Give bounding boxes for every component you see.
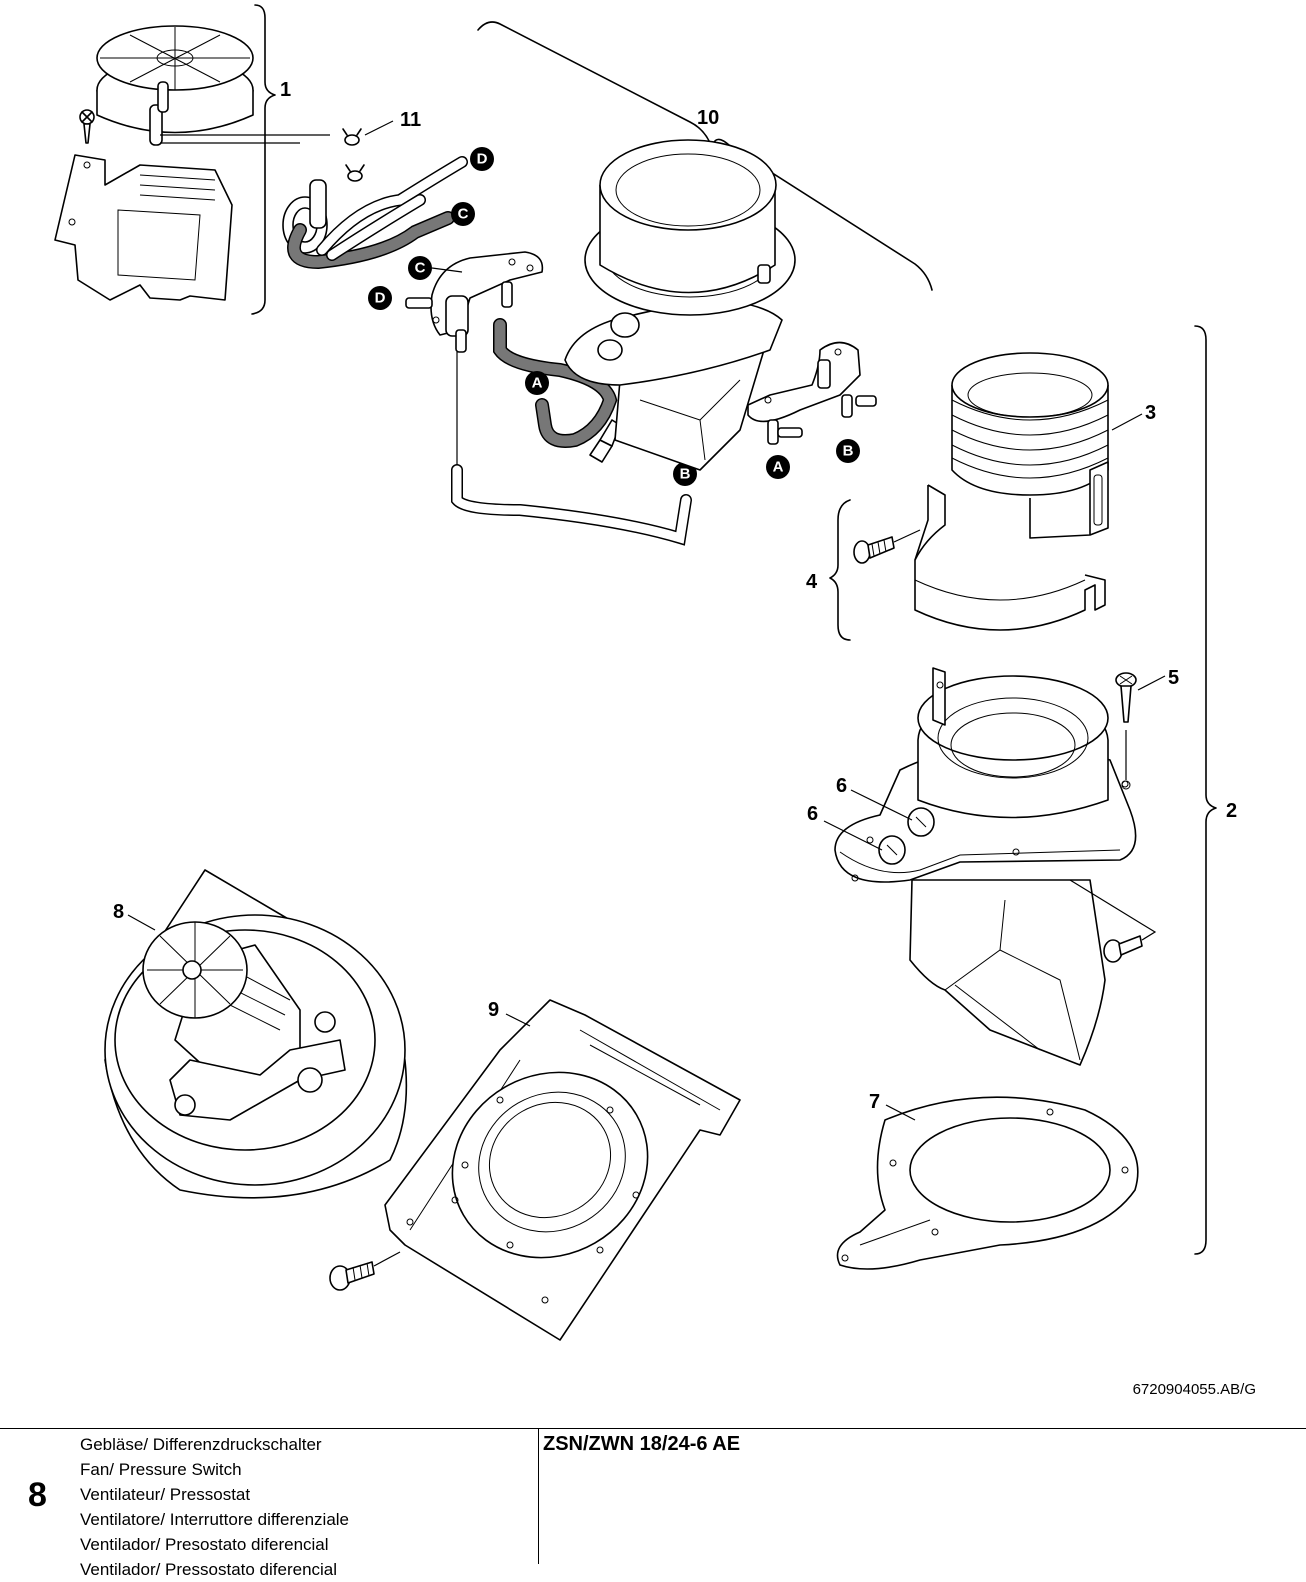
connector-c-marker: C [408,256,432,280]
part-number-6: 6 [836,775,847,797]
part-mounting-plate [384,999,741,1341]
part-number-2: 2 [1226,800,1237,822]
title-it: Ventilatore/ Interruttore differenziale [80,1510,350,1529]
part-number-8: 8 [113,901,124,923]
section-number: 8 [28,1476,47,1514]
part-number-4: 4 [806,571,818,593]
part-fan [104,869,408,1199]
section-titles: Gebläse/ Differenzdruckschalter Fan/ Pre… [80,1432,349,1582]
connector-c-marker: C [451,202,475,226]
svg-text:D: D [477,151,488,168]
part-number-11: 11 [400,109,421,131]
title-es: Ventilador/ Presostato diferencial [80,1535,329,1554]
title-fr: Ventilateur/ Pressostat [80,1485,251,1504]
part-switch-bracket [54,154,233,301]
test-nipple-plate-right [747,341,877,445]
part-clamp-ring [914,484,1106,631]
screw-icon [853,529,921,564]
test-nipple-plate-left [405,251,544,353]
part-number-7: 7 [869,1091,880,1113]
part-flue-sleeve [951,352,1109,539]
hose-assembly [282,156,468,270]
connector-b-marker: B [836,439,860,463]
part-number-5: 5 [1168,667,1179,689]
part-number-6-second: 6 [807,803,818,825]
title-de: Gebläse/ Differenzdruckschalter [80,1435,322,1454]
bracket-4 [829,499,851,641]
model-designation: ZSN/ZWN 18/24-6 AE [543,1433,741,1455]
connector-a-marker: A [766,455,790,479]
part-number-10: 10 [697,107,719,129]
part-venturi [564,139,796,471]
svg-text:A: A [532,375,543,392]
footer-rule [0,1428,1306,1429]
exploded-parts-diagram: 1 11 D C 10 [54,4,1237,1341]
hose-plug-icon [589,419,621,463]
title-pt: Ventilador/ Pressostato diferencial [80,1560,338,1579]
title-en: Fan/ Pressure Switch [80,1460,242,1479]
bracket-1 [251,4,276,315]
footer-divider [538,1428,539,1564]
screw-icon [1069,879,1157,963]
connector-d-marker: D [470,147,494,171]
bracket-2 [1194,325,1217,1255]
screw-icon [1115,672,1137,790]
part-pressure-switch [96,25,254,146]
svg-text:D: D [375,290,386,307]
document-code: 6720904055.AB/G [1132,1381,1256,1398]
svg-text:C: C [458,206,469,223]
part-number-3: 3 [1145,402,1156,424]
hose-clamp-icon [342,128,365,182]
svg-text:B: B [680,466,691,483]
part-number-9: 9 [488,999,499,1021]
svg-text:C: C [415,260,426,277]
part-flue-hood [834,667,1137,1066]
screw-icon [329,1251,401,1291]
screw-icon [79,109,95,144]
part-gasket [836,1096,1139,1270]
connector-b-marker: B [673,462,697,486]
connector-a-marker: A [525,371,549,395]
part-number-1: 1 [280,79,291,101]
svg-text:B: B [843,443,854,460]
svg-text:A: A [773,459,784,476]
connector-d-marker: D [368,286,392,310]
